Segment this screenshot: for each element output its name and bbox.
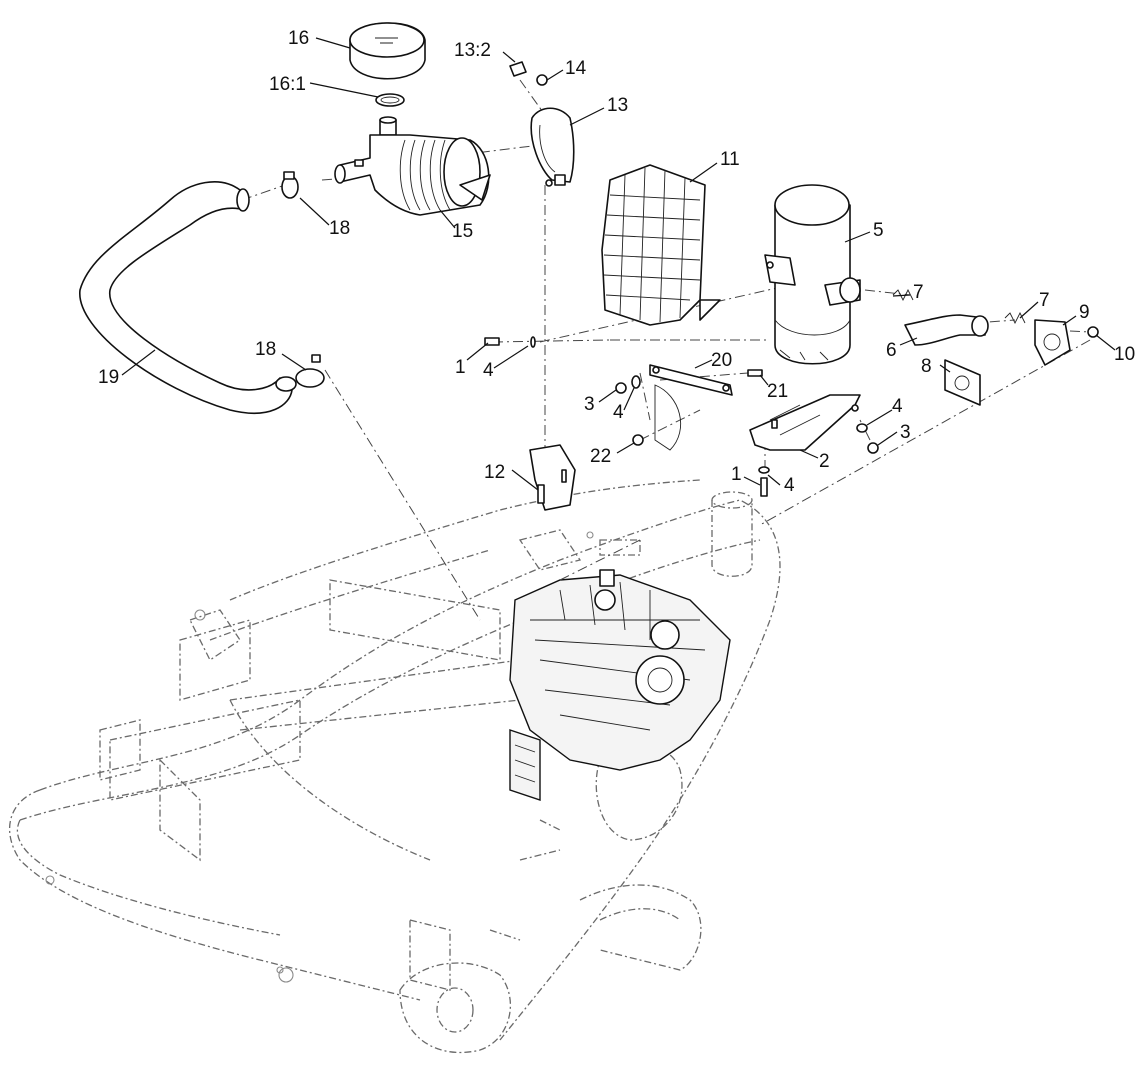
air-cleaner-mount-plate — [529, 444, 576, 511]
spring-left — [892, 288, 914, 302]
exhaust-gasket — [944, 359, 981, 406]
air-cleaner — [334, 116, 491, 216]
strap-bolt — [747, 369, 763, 377]
callout-18-upper: 18 — [329, 218, 350, 239]
callout-14: 14 — [565, 58, 587, 79]
pre-cleaner-cap — [349, 22, 426, 80]
callout-16-1: 16:1 — [269, 74, 306, 95]
muffler-strap — [649, 364, 733, 451]
callout-22: 22 — [590, 446, 611, 467]
nut-right — [867, 442, 879, 454]
callout-7-left: 7 — [913, 282, 924, 303]
exhaust-pipe — [904, 314, 989, 346]
bolt-lower — [760, 477, 768, 497]
washer-lower — [758, 466, 770, 474]
callout-6: 6 — [886, 340, 897, 361]
callout-16: 16 — [288, 28, 309, 49]
bracket-label — [509, 61, 527, 77]
bolt-upper-left — [484, 337, 500, 346]
cap-clamp — [375, 93, 405, 107]
callout-18-lower: 18 — [255, 339, 276, 360]
exhaust-flange — [1034, 319, 1071, 366]
callout-20: 20 — [711, 350, 732, 371]
muffler-bracket — [749, 394, 861, 451]
leader-lines — [121, 37, 1116, 491]
flange-nut — [1087, 326, 1099, 338]
nut-left — [615, 382, 627, 394]
callout-21: 21 — [767, 381, 788, 402]
callout-11: 11 — [720, 149, 740, 170]
callout-1-upper: 1 — [455, 357, 466, 378]
callout-4-lower: 4 — [784, 475, 795, 496]
callout-13-2: 13:2 — [454, 40, 491, 61]
intake-hose — [79, 181, 297, 414]
callout-4-right: 4 — [892, 396, 903, 417]
callout-8: 8 — [921, 356, 932, 377]
callout-5: 5 — [873, 220, 884, 241]
hose-clamp-lower — [295, 354, 325, 388]
callout-3-left: 3 — [584, 394, 595, 415]
engine-block — [509, 569, 731, 801]
callout-19: 19 — [98, 367, 119, 388]
callout-1-lower: 1 — [731, 464, 742, 485]
spring-right — [1004, 311, 1026, 325]
callout-13: 13 — [607, 95, 628, 116]
strap-nut — [632, 434, 644, 446]
callout-4-upper: 4 — [483, 360, 494, 381]
washer-right — [856, 423, 868, 433]
muffler-guard — [601, 164, 721, 326]
hose-clamp-upper — [281, 171, 299, 199]
chassis-frame — [9, 479, 781, 1054]
bracket-nut — [536, 74, 548, 86]
air-cleaner-bracket — [530, 107, 575, 187]
callout-15: 15 — [452, 221, 473, 242]
callout-10: 10 — [1114, 344, 1135, 365]
callout-7-right: 7 — [1039, 290, 1050, 311]
muffler — [764, 184, 861, 365]
washer-upper-left — [530, 336, 536, 348]
callout-4-left: 4 — [613, 402, 624, 423]
callout-2: 2 — [819, 451, 830, 472]
callout-3-right: 3 — [900, 422, 911, 443]
callout-9: 9 — [1079, 302, 1090, 323]
callout-12: 12 — [484, 462, 505, 483]
washer-left — [631, 375, 641, 389]
callout-labels: 16 16:1 13:2 14 13 11 5 7 7 9 10 6 8 18 … — [98, 28, 1135, 496]
